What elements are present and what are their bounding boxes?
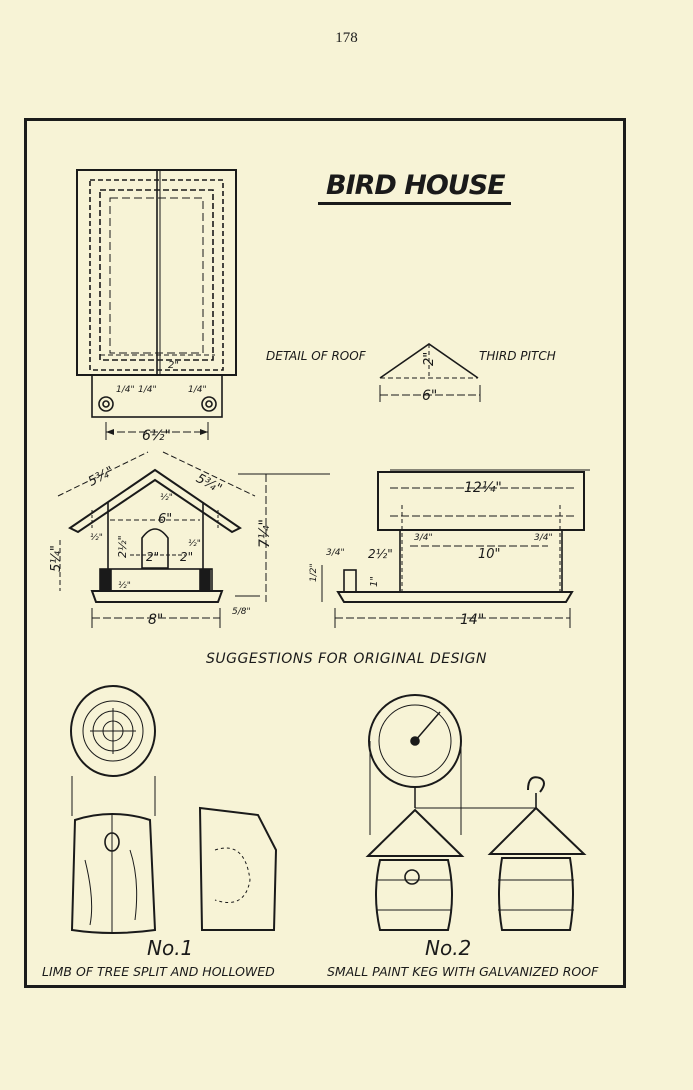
eave-left-dim: ½"	[90, 533, 103, 543]
suggestions-heading: SUGGESTIONS FOR ORIGINAL DESIGN	[206, 651, 487, 667]
perch-setback-dim: 2½"	[368, 547, 393, 561]
plan-width-dim: 6½"	[142, 428, 171, 444]
drawing-title: BIRD HOUSE	[318, 170, 511, 205]
door-side-dim: 2"	[180, 550, 193, 564]
front-view	[57, 451, 330, 628]
plan-two-dim: 2"	[168, 360, 179, 371]
log-design	[70, 685, 278, 934]
overall-height-dim: 7¼"	[257, 519, 273, 548]
ridge-half-dim: ½"	[160, 493, 173, 503]
perch-base-dim: 1/2"	[309, 563, 319, 582]
drawing-plate	[24, 118, 626, 988]
side-right-quarter: 3/4"	[534, 533, 553, 543]
perch-height-dim: 1"	[369, 576, 380, 587]
door-height-dim: 2½"	[116, 535, 129, 558]
door-width-dim: 2"	[146, 550, 159, 564]
design-1-number: No.1	[147, 936, 194, 960]
plan-quarter-mid: 1/4"	[138, 385, 157, 395]
third-pitch-label: THIRD PITCH	[479, 349, 556, 363]
side-top-dim: 12¼"	[464, 480, 502, 496]
design-2-caption: SMALL PAINT KEG WITH GALVANIZED ROOF	[327, 964, 599, 979]
side-inner-dim: 10"	[478, 547, 501, 562]
roof-height-dim: 2"	[422, 352, 437, 366]
side-base-dim: 14"	[460, 612, 484, 628]
detail-of-roof-label: DETAIL OF ROOF	[266, 349, 366, 363]
plan-quarter-left: 1/4"	[116, 385, 135, 395]
base-width-dim: 8"	[148, 612, 163, 628]
design-1-caption: LIMB OF TREE SPLIT AND HOLLOWED	[42, 964, 275, 979]
roof-detail	[379, 343, 481, 402]
keg-design	[365, 694, 587, 931]
sill-dim: ½"	[118, 581, 131, 591]
right-gap-dim: ½"	[188, 539, 201, 549]
wall-height-dim: 5¼"	[49, 545, 64, 572]
rafter-right-dim: 5¾"	[193, 471, 224, 497]
front-inner-width: 6"	[158, 512, 172, 527]
plan-quarter-right: 1/4"	[188, 385, 207, 395]
design-2-number: No.2	[425, 936, 472, 960]
side-view	[321, 469, 590, 628]
perch-small-dim: 3/4"	[326, 548, 345, 558]
rafter-left-dim: 5¾"	[86, 464, 117, 490]
roof-width-dim: 6"	[422, 388, 437, 404]
side-left-quarter: 3/4"	[414, 533, 433, 543]
plan-view	[76, 169, 237, 440]
base-thickness-dim: 5/8"	[232, 607, 251, 617]
page-number: 178	[335, 30, 358, 46]
